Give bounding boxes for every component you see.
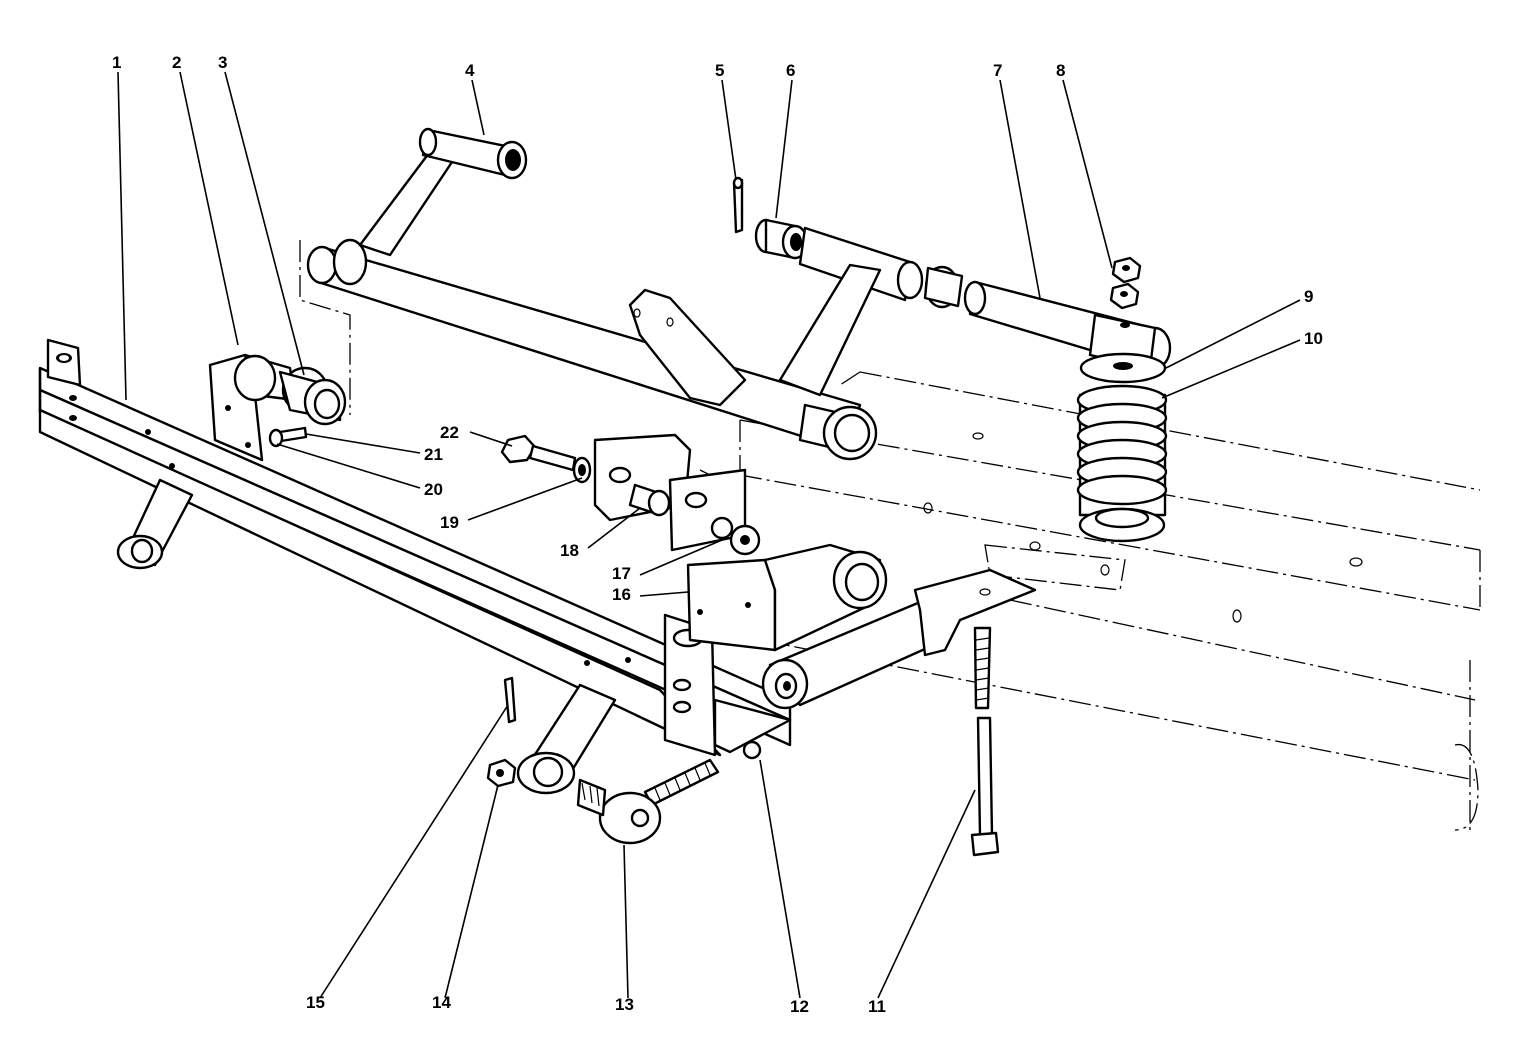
left-bracket [208,353,347,462]
spring-assembly [1076,352,1168,543]
callout-14: 14 [432,993,451,1012]
callout-13: 13 [615,995,634,1014]
callout-3: 3 [218,53,227,72]
callout-16: 16 [612,585,631,604]
nuts-part-8 [1109,256,1142,310]
callout-20: 20 [424,480,443,499]
tie-rod-end [486,676,762,845]
center-bolt-assembly [500,433,761,556]
callout-15: 15 [306,993,325,1012]
lower-links [116,478,617,795]
callout-10: 10 [1304,329,1323,348]
callout-12: 12 [790,997,809,1016]
right-bracket-assembly [686,543,1037,710]
leader-lines [117,71,1301,999]
callout-17: 17 [612,564,631,583]
upper-control-arm [306,127,878,461]
spring-coils [1076,384,1168,506]
callout-1: 1 [112,53,121,72]
callout-22: 22 [440,423,459,442]
callout-21: 21 [424,445,443,464]
callout-9: 9 [1304,287,1313,306]
callout-19: 19 [440,513,459,532]
callout-7: 7 [993,61,1002,80]
callout-labels: 1 2 3 4 5 6 7 8 9 10 22 21 20 19 18 17 1… [112,53,1323,1016]
callout-18: 18 [560,541,579,560]
lower-axle-arm [732,176,1172,397]
callout-11: 11 [868,997,886,1016]
callout-6: 6 [786,61,795,80]
stud-and-bolt [970,626,1000,857]
callout-4: 4 [465,61,475,80]
callout-2: 2 [172,53,181,72]
callout-8: 8 [1056,61,1065,80]
callout-5: 5 [715,61,724,80]
